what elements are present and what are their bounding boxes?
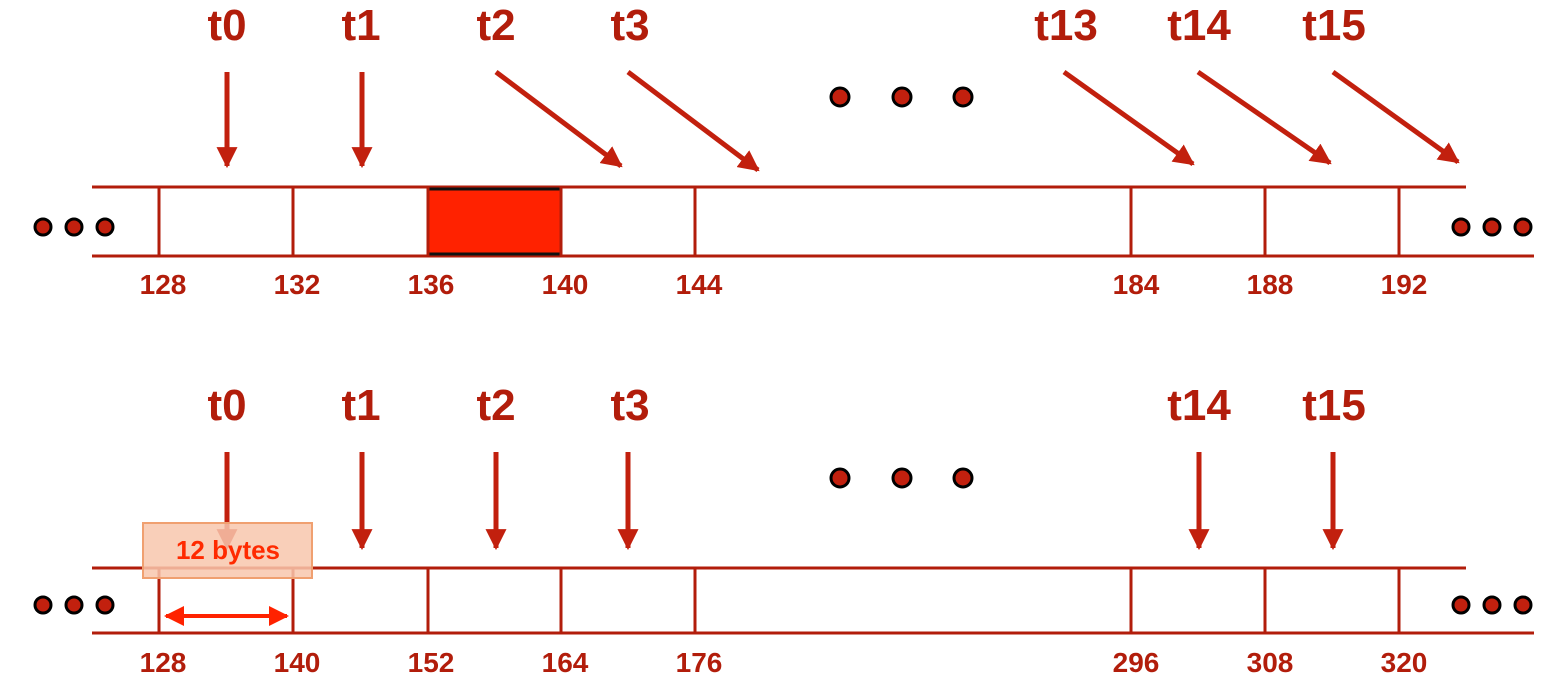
top-address-label: 184 <box>1113 269 1160 300</box>
bottom-address-label: 176 <box>676 647 723 678</box>
top-arrow-t2 <box>494 70 623 168</box>
top-thread-label: t14 <box>1167 1 1231 50</box>
bottom-thread-labels: t0 t1 t2 t3 t14 t15 <box>207 381 1365 430</box>
bottom-thread-label: t0 <box>207 381 246 430</box>
top-address-label: 132 <box>274 269 321 300</box>
bottom-address-label: 128 <box>140 647 187 678</box>
top-left-ellipsis-icon <box>33 217 115 237</box>
bottom-address-label: 152 <box>408 647 455 678</box>
top-middle-ellipsis-icon <box>829 86 974 108</box>
top-thread-label: t0 <box>207 1 246 50</box>
top-address-label: 188 <box>1247 269 1294 300</box>
bottom-diagram: 12 bytes t0 t1 t2 t3 t14 t15 128 140 152… <box>33 381 1534 678</box>
bottom-middle-ellipsis-icon <box>829 467 974 489</box>
top-thread-label: t15 <box>1302 1 1366 50</box>
top-address-label: 136 <box>408 269 455 300</box>
top-thread-label: t3 <box>610 1 649 50</box>
bytes-callout-label: 12 bytes <box>176 535 280 565</box>
bottom-thread-arrows <box>216 452 1344 551</box>
top-arrow-t3 <box>626 70 760 172</box>
bytes-callout-box <box>142 522 313 579</box>
top-diagram: t0 t1 t2 t3 t13 t14 t15 128 132 136 140 … <box>33 1 1534 300</box>
bottom-thread-label: t2 <box>476 381 515 430</box>
top-address-label: 140 <box>542 269 589 300</box>
top-thread-label: t1 <box>341 1 380 50</box>
bottom-address-label: 308 <box>1247 647 1294 678</box>
top-thread-labels: t0 t1 t2 t3 t13 t14 t15 <box>207 1 1365 50</box>
bottom-address-label: 320 <box>1381 647 1428 678</box>
top-arrow-t15 <box>1331 69 1460 165</box>
top-address-labels: 128 132 136 140 144 184 188 192 <box>140 269 1428 300</box>
top-thread-label: t2 <box>476 1 515 50</box>
top-thread-label: t13 <box>1034 1 1098 50</box>
bottom-thread-label: t14 <box>1167 381 1231 430</box>
bottom-thread-label: t3 <box>610 381 649 430</box>
bytes-callout: 12 bytes <box>142 522 313 626</box>
bottom-address-label: 296 <box>1113 647 1160 678</box>
top-thread-arrows <box>216 69 1460 172</box>
top-address-label: 192 <box>1381 269 1428 300</box>
bottom-address-labels: 128 140 152 164 176 296 308 320 <box>140 647 1428 678</box>
bottom-cell-dividers <box>157 568 1401 633</box>
top-right-ellipsis-icon <box>1451 217 1533 237</box>
top-arrow-t14 <box>1196 69 1332 166</box>
bottom-thread-label: t1 <box>341 381 380 430</box>
bottom-address-label: 164 <box>542 647 589 678</box>
bottom-thread-label: t15 <box>1302 381 1366 430</box>
top-address-label: 144 <box>676 269 723 300</box>
top-highlighted-cell <box>426 187 563 256</box>
top-address-label: 128 <box>140 269 187 300</box>
top-arrow-t13 <box>1062 69 1195 167</box>
bottom-left-ellipsis-icon <box>33 595 115 615</box>
bottom-right-ellipsis-icon <box>1451 595 1533 615</box>
bottom-address-label: 140 <box>274 647 321 678</box>
top-cell-dividers <box>157 187 1401 256</box>
